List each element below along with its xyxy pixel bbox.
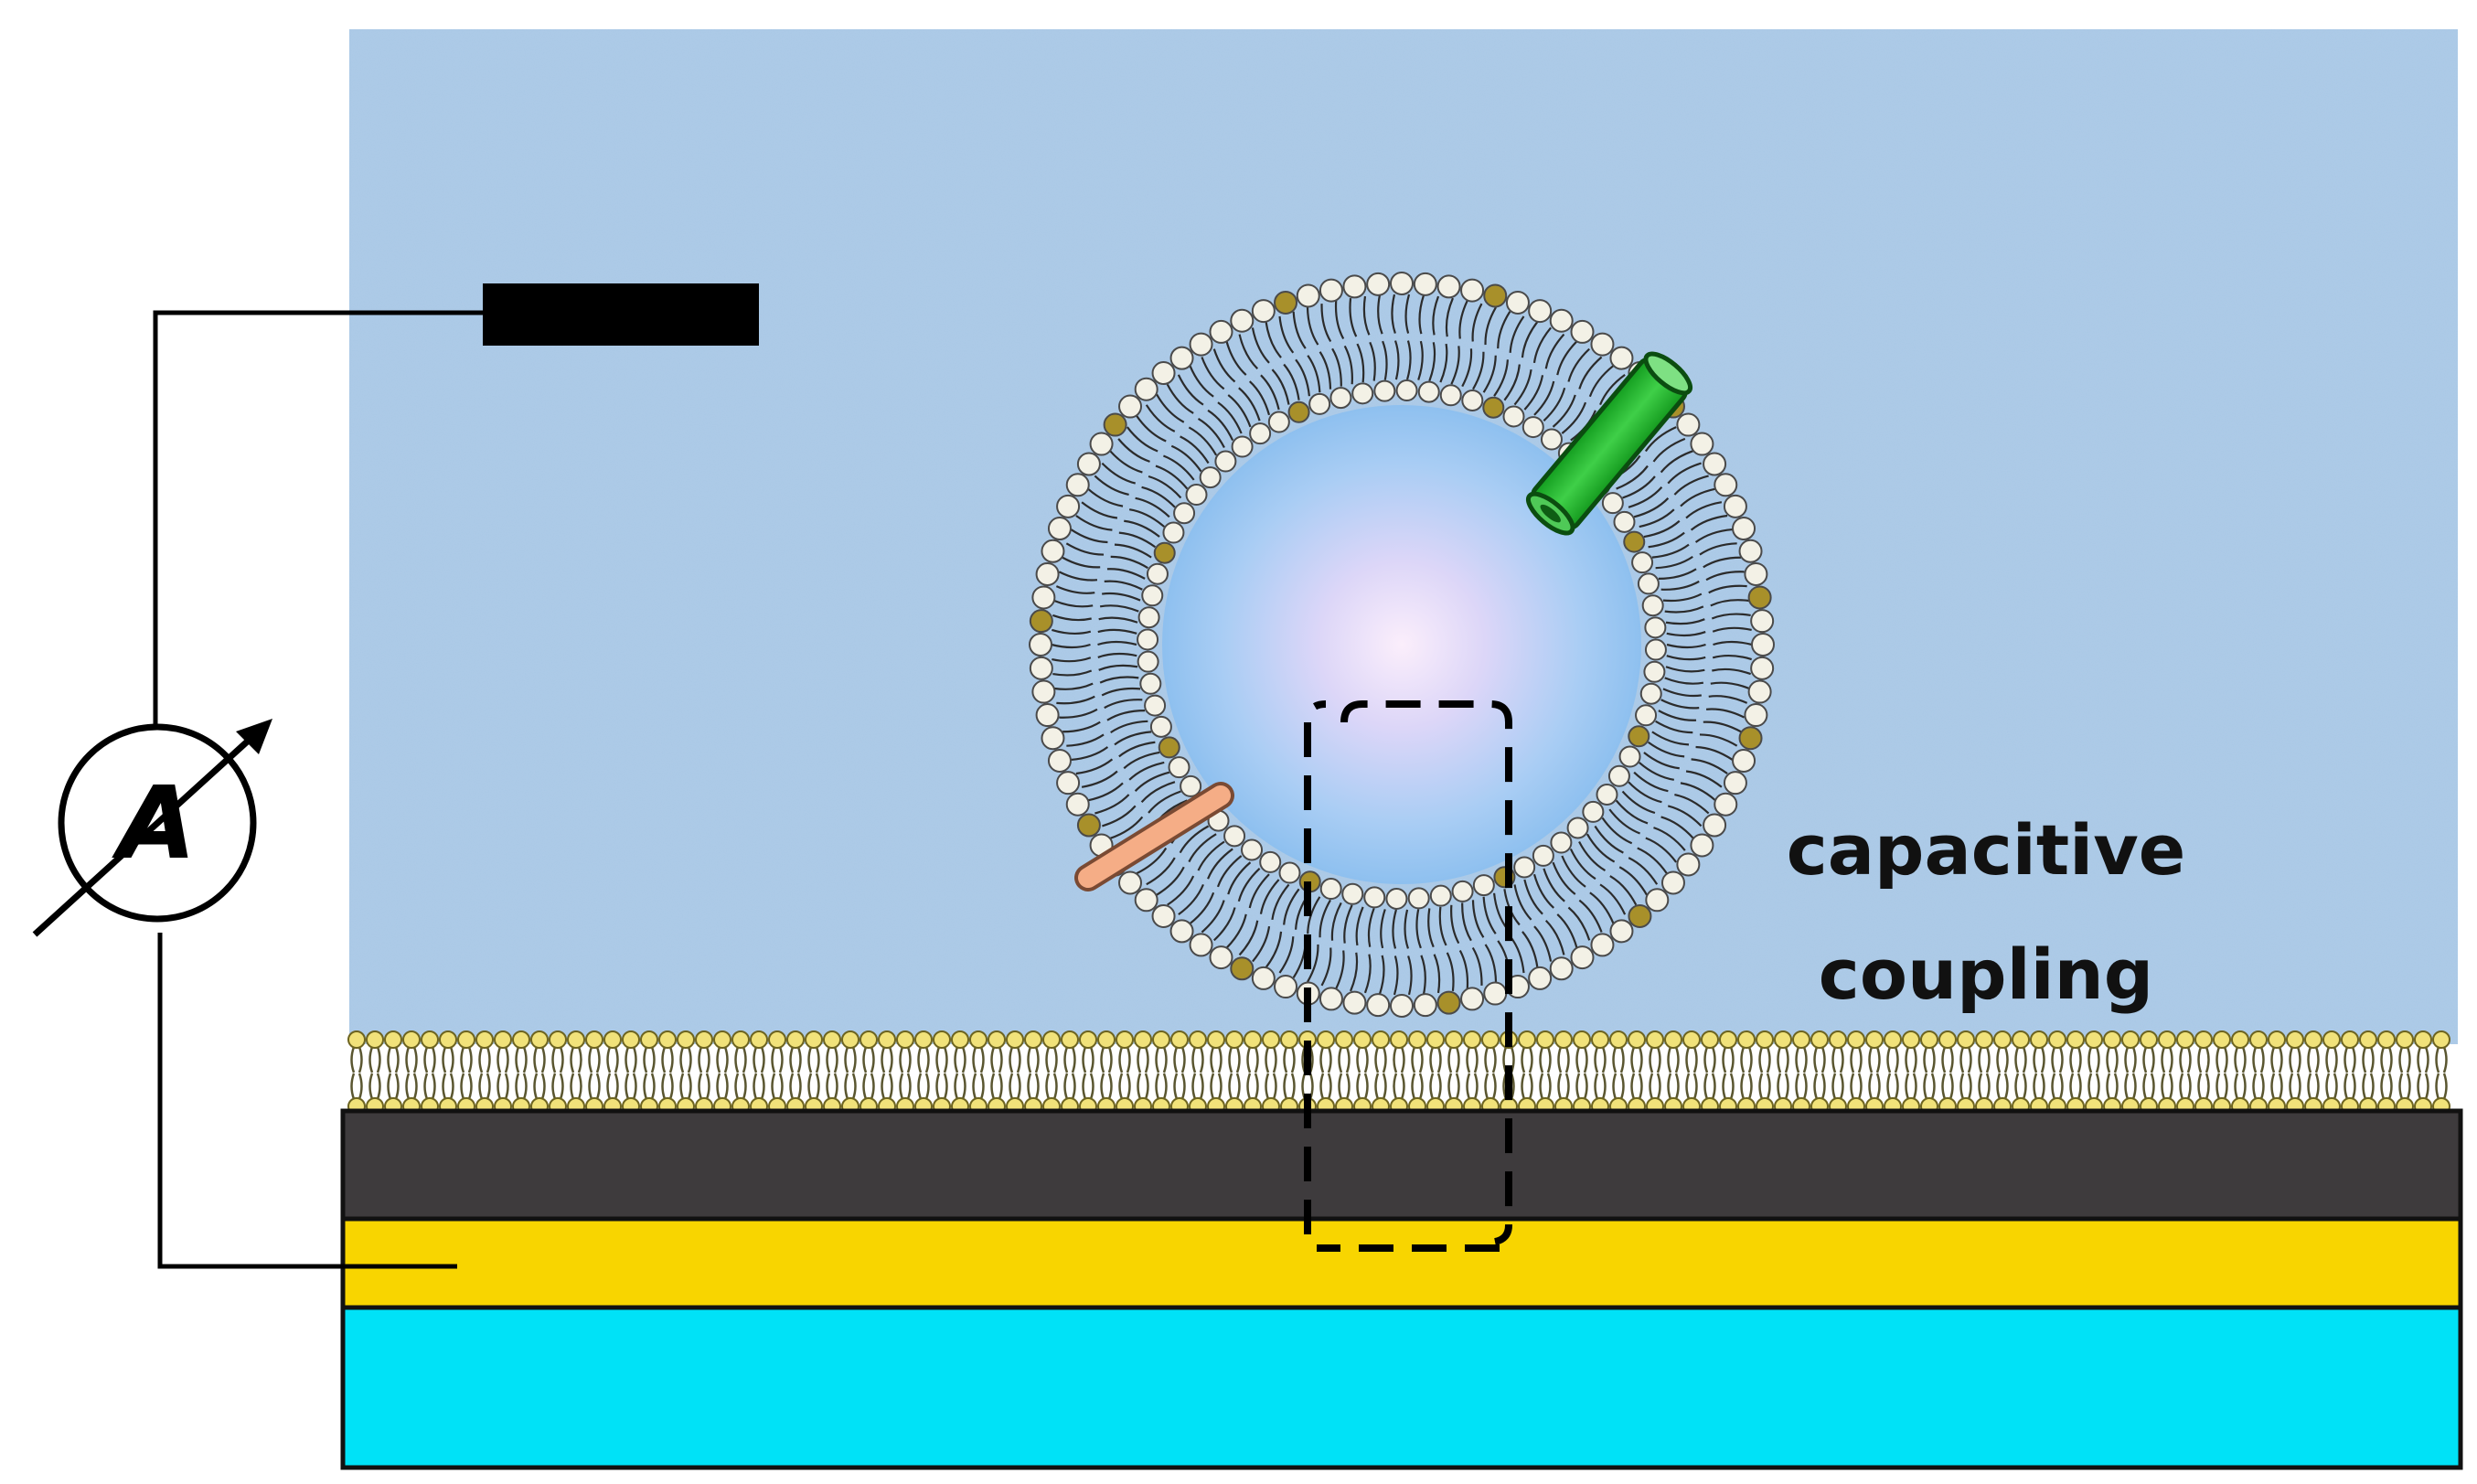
dielectric-layer xyxy=(340,1108,2463,1222)
gold-electrode-layer xyxy=(340,1216,2463,1310)
supported-lipid-bilayer xyxy=(347,1030,2450,1116)
wire-to-gold-electrode xyxy=(157,933,457,1269)
vesicle-membrane xyxy=(1029,272,1775,1018)
capacitive-coupling-region-outline xyxy=(1304,700,1512,1252)
annotation-line-2: coupling xyxy=(1819,934,2153,1015)
ammeter-symbol: A xyxy=(111,764,196,881)
peptide-icon xyxy=(1074,782,1234,891)
vesicle-icon xyxy=(1029,272,1775,1018)
ion-channel-icon xyxy=(1525,351,1693,536)
wire-to-reference-electrode xyxy=(153,310,485,725)
vesicle-lumen xyxy=(1162,405,1641,884)
substrate-layer xyxy=(340,1305,2463,1470)
reference-electrode-icon xyxy=(483,283,759,346)
ammeter-icon: A xyxy=(32,719,272,937)
annotation-line-1: capacitive xyxy=(1787,809,2186,891)
measurement-circuit xyxy=(153,310,485,1269)
